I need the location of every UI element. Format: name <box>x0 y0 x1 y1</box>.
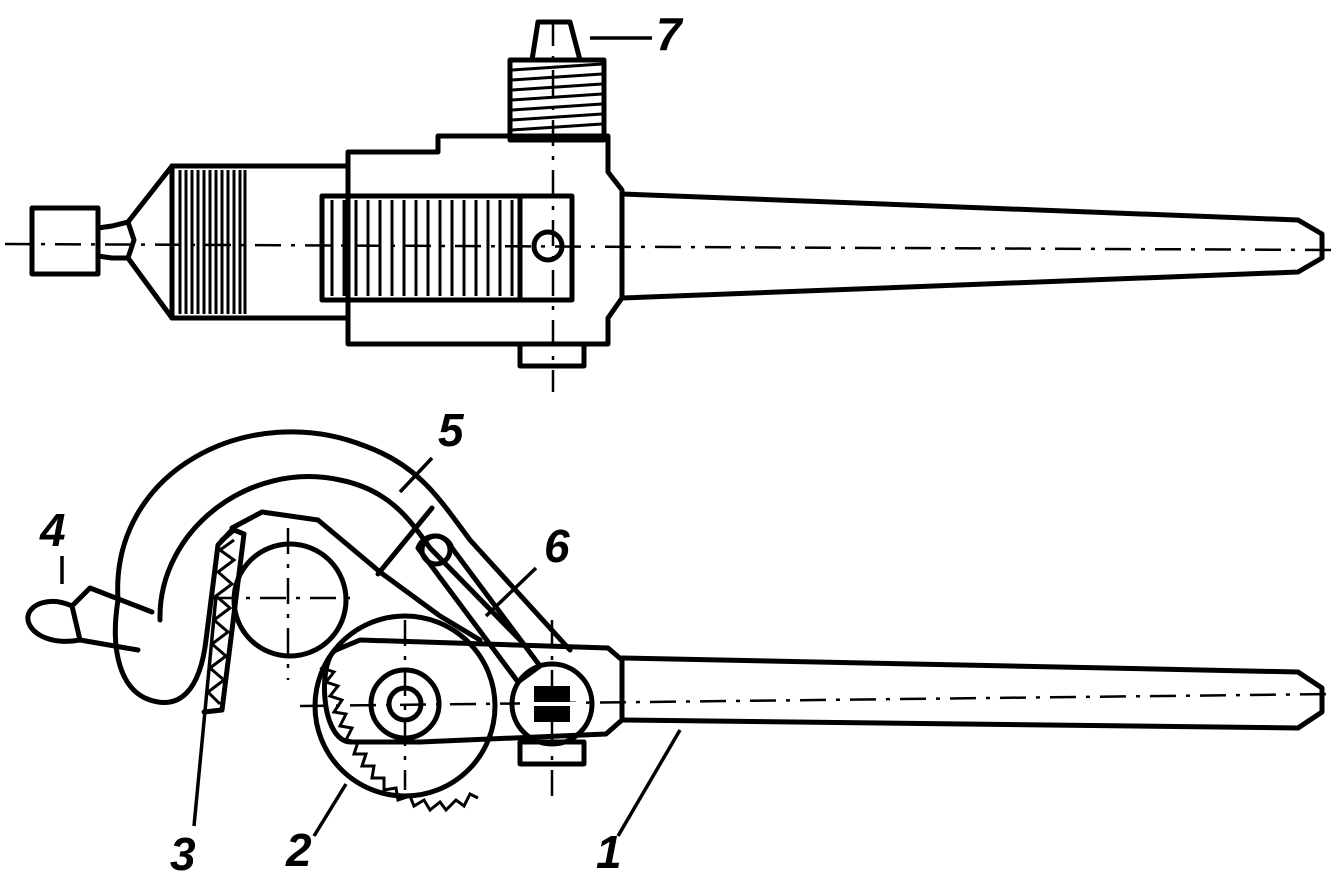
side-view <box>25 429 1336 813</box>
label-4: 4 <box>39 504 66 556</box>
side-bottom-nut <box>517 739 587 767</box>
side-gear-teeth <box>319 658 479 813</box>
side-hook-outer <box>115 429 573 653</box>
top-gear-teeth <box>330 200 514 296</box>
top-view <box>4 19 1336 392</box>
side-knurl-wheel <box>201 527 247 715</box>
top-bottom-nut <box>517 341 587 369</box>
side-roller <box>231 541 349 659</box>
side-frame-lower <box>321 637 625 745</box>
leader-6 <box>484 566 538 618</box>
side-tip-body <box>69 585 155 653</box>
side-gear-hub <box>368 667 442 741</box>
top-neck <box>95 219 137 261</box>
top-housing <box>345 133 625 347</box>
leader-3 <box>192 595 218 827</box>
side-frame-upper <box>229 509 483 643</box>
side-gear <box>312 613 498 799</box>
label-5: 5 <box>438 404 465 456</box>
label-3: 3 <box>170 828 196 880</box>
top-screw-thread <box>511 62 603 132</box>
leader-lines <box>60 36 682 837</box>
label-1: 1 <box>596 826 622 878</box>
side-arm-edge <box>375 505 435 577</box>
top-barrel-knurl <box>178 170 247 314</box>
callout-labels: 7 5 6 4 3 2 1 <box>39 8 684 880</box>
side-handle <box>619 655 1325 731</box>
leader-1 <box>616 729 682 837</box>
side-gear-bore <box>386 685 424 723</box>
top-gear-window <box>319 193 575 303</box>
side-hook-inner <box>157 474 523 643</box>
top-end-cap <box>29 205 101 277</box>
label-2: 2 <box>285 824 312 876</box>
label-6: 6 <box>544 520 570 572</box>
top-handle <box>619 191 1325 301</box>
leader-2 <box>312 783 348 837</box>
side-link-pin <box>419 533 453 567</box>
side-tip-nose <box>25 599 83 644</box>
top-screw-body <box>507 57 607 143</box>
label-7: 7 <box>656 8 684 60</box>
top-cone <box>125 163 175 321</box>
leader-5 <box>398 456 434 494</box>
top-pivot-pin <box>531 229 565 263</box>
top-screw-tip <box>529 19 583 63</box>
side-handle-axis <box>299 692 1336 708</box>
